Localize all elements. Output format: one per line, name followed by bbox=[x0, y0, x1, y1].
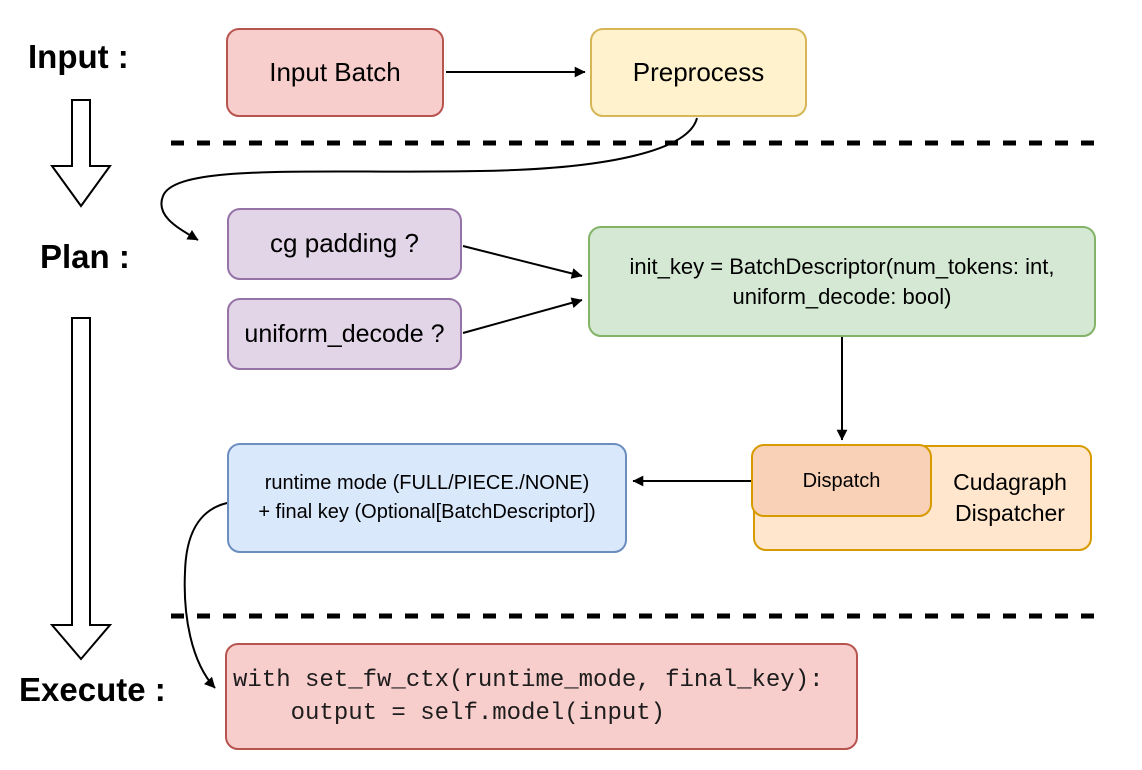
node-input-batch: Input Batch bbox=[226, 28, 444, 117]
node-cudagraph-dispatcher-label: Cudagraph Dispatcher bbox=[930, 447, 1090, 549]
node-uniform-decode-label: uniform_decode ? bbox=[244, 319, 445, 348]
node-runtime-mode: runtime mode (FULL/PIECE./NONE) + final … bbox=[227, 443, 627, 553]
node-cudagraph-dispatcher-line1: Cudagraph bbox=[953, 469, 1067, 495]
node-input-batch-label: Input Batch bbox=[269, 56, 401, 87]
node-dispatch-label: Dispatch bbox=[802, 469, 881, 492]
node-preprocess-label: Preprocess bbox=[632, 56, 765, 87]
node-preprocess: Preprocess bbox=[590, 28, 807, 117]
node-cg-padding-label: cg padding ? bbox=[270, 228, 419, 259]
node-init-key-line2: uniform_decode: bool) bbox=[732, 283, 952, 309]
node-init-key: init_key = BatchDescriptor(num_tokens: i… bbox=[588, 226, 1096, 337]
node-cudagraph-dispatcher-line2: Dispatcher bbox=[955, 500, 1065, 526]
arrow-uniformdecode-to-initkey bbox=[462, 297, 583, 334]
node-runtime-mode-line2: + final key (Optional[BatchDescriptor]) bbox=[258, 501, 596, 523]
node-dispatch: Dispatch bbox=[751, 444, 932, 517]
arrow-runtimemode-to-executecode bbox=[183, 502, 228, 689]
node-execute-code: with set_fw_ctx(runtime_mode, final_key)… bbox=[225, 643, 858, 750]
input-to-plan-block-arrow-icon bbox=[50, 99, 112, 208]
plan-to-execute-block-arrow-icon bbox=[49, 317, 113, 661]
stage-label-execute: Execute : bbox=[19, 671, 166, 708]
execute-code-line1: with set_fw_ctx(runtime_mode, final_key)… bbox=[233, 666, 824, 694]
node-uniform-decode: uniform_decode ? bbox=[227, 298, 462, 370]
arrow-cgpadding-to-initkey bbox=[462, 245, 583, 279]
node-cg-padding: cg padding ? bbox=[227, 208, 462, 280]
stage-label-plan: Plan : bbox=[40, 238, 130, 275]
stage-label-input: Input : bbox=[28, 38, 129, 75]
node-runtime-mode-line1: runtime mode (FULL/PIECE./NONE) bbox=[264, 472, 590, 494]
execute-code-line2: output = self.model(input) bbox=[233, 699, 666, 727]
node-init-key-line1: init_key = BatchDescriptor(num_tokens: i… bbox=[629, 253, 1055, 279]
